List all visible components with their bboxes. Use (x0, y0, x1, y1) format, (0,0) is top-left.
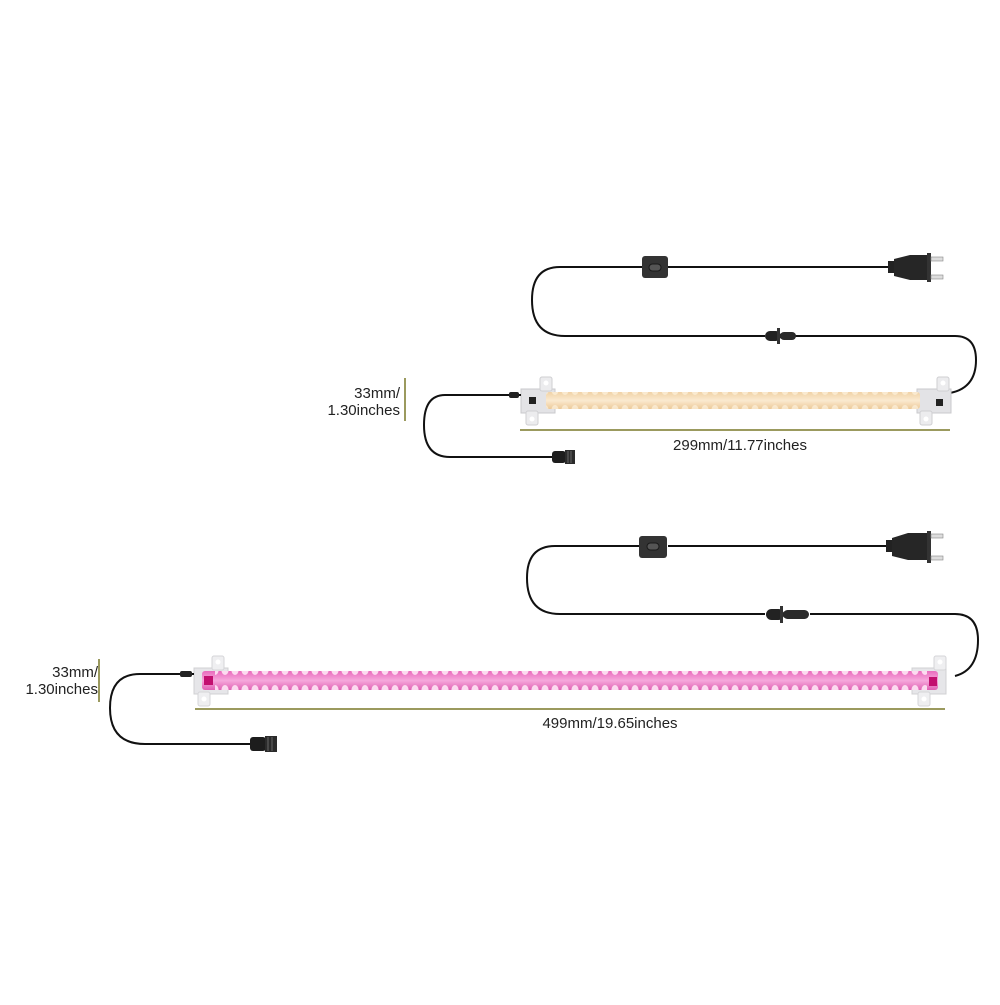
lead-cable (422, 394, 556, 458)
power-cable (530, 266, 978, 394)
height-label-line1: 33mm/ (52, 664, 98, 681)
short-bar-length-label: 299mm/11.77inches (673, 437, 807, 454)
height-label-line1: 33mm/ (354, 385, 400, 402)
short-bar-height-label: 33mm/ 1.30inches (300, 385, 400, 419)
left-cable-strain-relief-icon (180, 671, 192, 677)
inline-rocker-switch-icon (639, 536, 667, 558)
warm-light-tube (546, 392, 920, 409)
eu-plug-icon (886, 531, 944, 563)
height-label-line2: 1.30inches (25, 681, 98, 698)
multi-pin-connector-icon (250, 736, 277, 752)
multi-pin-connector-icon (552, 450, 575, 464)
inline-rocker-switch-icon (642, 256, 668, 278)
inline-cable-joint-icon (765, 328, 796, 344)
right-mounting-bracket-icon (916, 376, 952, 426)
height-label-line2: 1.30inches (327, 402, 400, 419)
left-cable-strain-relief-icon (509, 392, 519, 398)
power-cable (525, 545, 980, 677)
long-bar-height-label: 33mm/ 1.30inches (0, 664, 98, 698)
short-light-bar-assembly (404, 253, 978, 464)
lead-cable (108, 673, 252, 745)
pink-light-tube (202, 671, 938, 690)
long-light-bar-assembly (98, 531, 980, 752)
long-bar-length-label: 499mm/19.65inches (542, 715, 678, 732)
inline-cable-joint-icon (766, 606, 809, 623)
eu-plug-icon (888, 253, 944, 282)
